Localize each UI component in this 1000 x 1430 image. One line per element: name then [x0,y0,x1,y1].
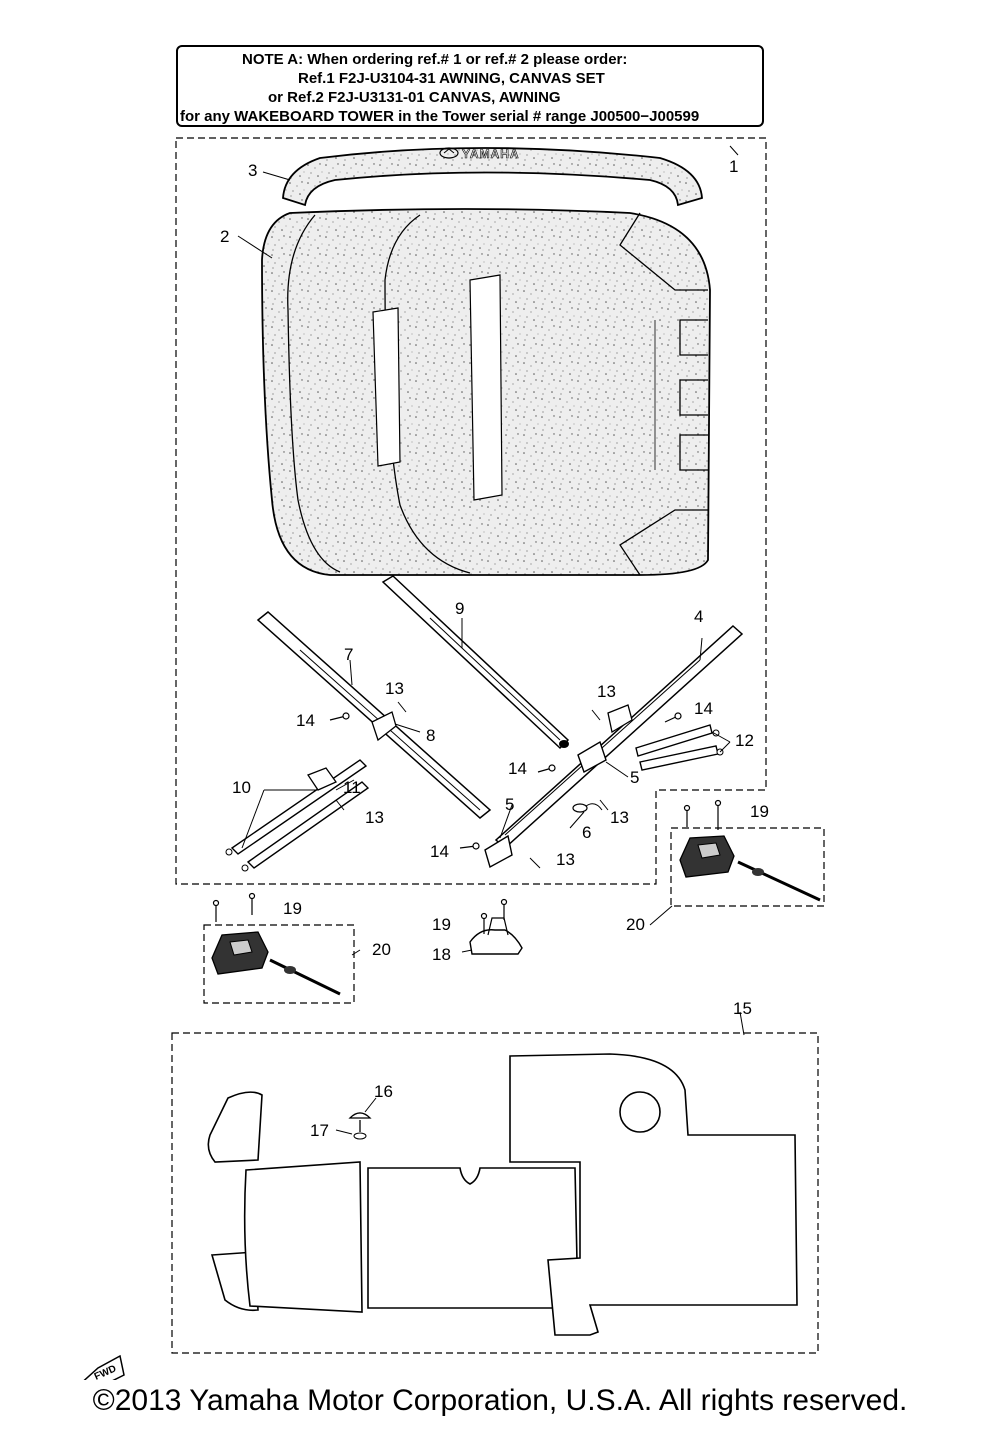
fwd-arrow-icon: FWD [83,1354,125,1380]
callout-14-a: 14 [296,711,315,730]
part-11-clamp [307,767,337,791]
callout-8: 8 [426,726,435,745]
leader-lines [237,145,745,1135]
base-assembly-20-right-box [670,827,825,907]
part-5-bracket-lower [484,834,513,869]
callout-3: 3 [248,161,257,180]
screws-14 [329,712,682,850]
callout-14-c: 14 [508,759,527,778]
part-12-strut-right [635,724,724,771]
callout-11: 11 [343,778,361,797]
callout-5-upper: 5 [630,768,639,787]
callout-14-b: 14 [694,699,713,718]
callout-7: 7 [344,645,353,664]
note-line-2: Ref.1 F2J-U3104-31 AWNING, CANVAS SET [298,70,605,87]
part-20-base-left [211,931,341,996]
note-line-3: or Ref.2 F2J-U3131-01 CANVAS, AWNING [268,89,561,106]
assembly-1-boundary [175,137,767,885]
callout-15: 15 [733,999,752,1018]
callout-13-a: 13 [385,679,404,698]
callout-10: 10 [232,778,251,797]
callout-17: 17 [310,1121,329,1140]
callout-19-left: 19 [283,899,302,918]
part-3-visor: YAMAHA [282,147,703,207]
callout-16: 16 [374,1082,393,1101]
callout-20-left: 20 [372,940,391,959]
callout-13-e: 13 [556,850,575,869]
callout-13-d: 13 [610,808,629,827]
callout-1: 1 [729,157,738,176]
part-15-mat-set [207,1053,798,1336]
yamaha-brand-text: YAMAHA [462,147,520,161]
callout-2: 2 [220,227,229,246]
part-18-base-plate [469,917,523,955]
base-assembly-20-left-box [203,924,355,1004]
part-5-bracket-upper [577,740,607,774]
part-16-17-clip [348,1112,372,1140]
parts-diagram: YAMAHA [83,137,825,1380]
callout-19-center: 19 [432,915,451,934]
part-20-base-right [679,835,821,902]
part-2-canvas [261,208,711,576]
note-line-1: NOTE A: When ordering ref.# 1 or ref.# 2… [242,51,628,68]
callout-13-c: 13 [365,808,384,827]
callout-19-right: 19 [750,802,769,821]
callout-12: 12 [735,731,754,750]
part-6-pin [572,803,603,813]
note-line-4: for any WAKEBOARD TOWER in the Tower ser… [180,108,700,125]
part-7-frame-tube [256,611,492,819]
callout-13-b: 13 [597,682,616,701]
callout-5-lower: 5 [505,795,514,814]
callout-9: 9 [455,599,464,618]
note-a-box: NOTE A: When ordering ref.# 1 or ref.# 2… [176,45,764,127]
part-9-frame-tube [381,575,570,750]
screws-19 [212,799,722,934]
yamaha-logo-icon [439,147,459,159]
callout-14-d: 14 [430,842,449,861]
copyright-notice: ©2013 Yamaha Motor Corporation, U.S.A. A… [92,1384,908,1417]
part-10-strut-left [225,759,370,872]
mat-set-15-box [171,1032,819,1354]
pins-13 [335,701,609,869]
callout-18: 18 [432,945,451,964]
callout-6: 6 [582,823,591,842]
callout-20-right: 20 [626,915,645,934]
callout-4: 4 [694,607,703,626]
